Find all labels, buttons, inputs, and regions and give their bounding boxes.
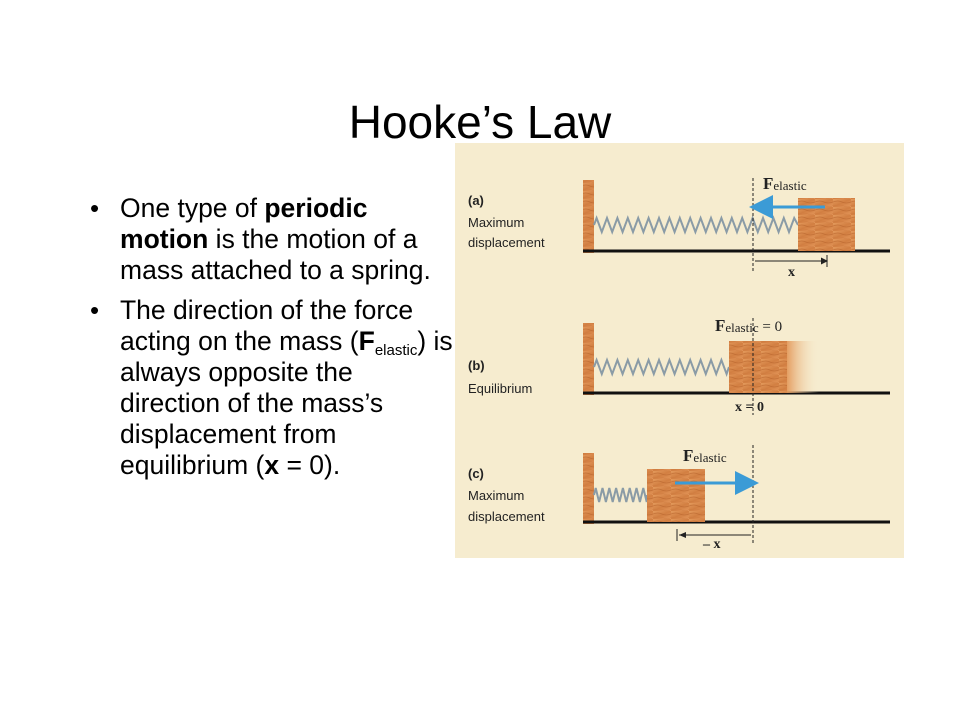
bullet-text: One type of — [120, 193, 265, 223]
displacement-arrowhead-c — [679, 532, 686, 538]
wall-a — [583, 180, 594, 253]
panel-b-label: Equilibrium — [468, 381, 532, 396]
panel-a-label-line1: Maximum — [468, 215, 524, 230]
spring-c — [593, 487, 648, 503]
panel-b-letter: (b) — [468, 358, 485, 373]
bullet-bold-term: periodic motion — [120, 193, 368, 254]
block-b — [729, 341, 787, 393]
spring-figure: (a) Maximum displacement Felastic x (b) … — [455, 143, 904, 558]
spring-a — [593, 215, 799, 235]
x-label-a: x — [788, 265, 795, 280]
panel-a: (a) Maximum displacement Felastic x — [468, 174, 890, 280]
wall-b — [583, 323, 594, 395]
bullet-text: The direction of the force acting on the… — [120, 295, 414, 356]
panel-c-label-line1: Maximum — [468, 488, 524, 503]
bullet-text: is the motion of a mass attached to a sp… — [120, 224, 431, 285]
bullet-icon: • — [90, 193, 100, 223]
spring-b — [593, 357, 730, 377]
bullet-list: • One type of periodic motion is the mot… — [90, 193, 455, 490]
bullet-bold-symbol: x — [264, 450, 280, 480]
panel-c-label-line2: displacement — [468, 509, 545, 524]
bullet-subscript: elastic — [374, 342, 418, 359]
panel-b: (b) Equilibrium Felastic = 0 x = 0 — [468, 316, 890, 415]
bullet-item: • The direction of the force acting on t… — [90, 295, 455, 481]
slide-title: Hooke’s Law — [348, 95, 612, 148]
bullet-bold-symbol: F — [358, 326, 375, 356]
block-c — [647, 469, 705, 522]
bullet-text: ) is always opposite the direction of th… — [120, 326, 453, 480]
panel-a-label-line2: displacement — [468, 235, 545, 250]
spring-diagram: (a) Maximum displacement Felastic x (b) … — [468, 174, 890, 552]
x-label-b: x = 0 — [735, 400, 764, 415]
force-label-a: Felastic — [763, 174, 807, 193]
block-b-motion-blur — [787, 341, 819, 393]
panel-c: (c) Maximum displacement Felastic – x — [468, 445, 890, 552]
wall-c — [583, 453, 594, 524]
panel-a-letter: (a) — [468, 193, 484, 208]
bullet-text: = 0). — [279, 450, 341, 480]
bullet-item: • One type of periodic motion is the mot… — [90, 193, 455, 286]
bullet-icon: • — [90, 295, 100, 325]
force-label-c: Felastic — [683, 446, 727, 465]
panel-c-letter: (c) — [468, 466, 484, 481]
x-label-c: – x — [702, 537, 721, 552]
force-label-b: Felastic = 0 — [715, 316, 782, 335]
